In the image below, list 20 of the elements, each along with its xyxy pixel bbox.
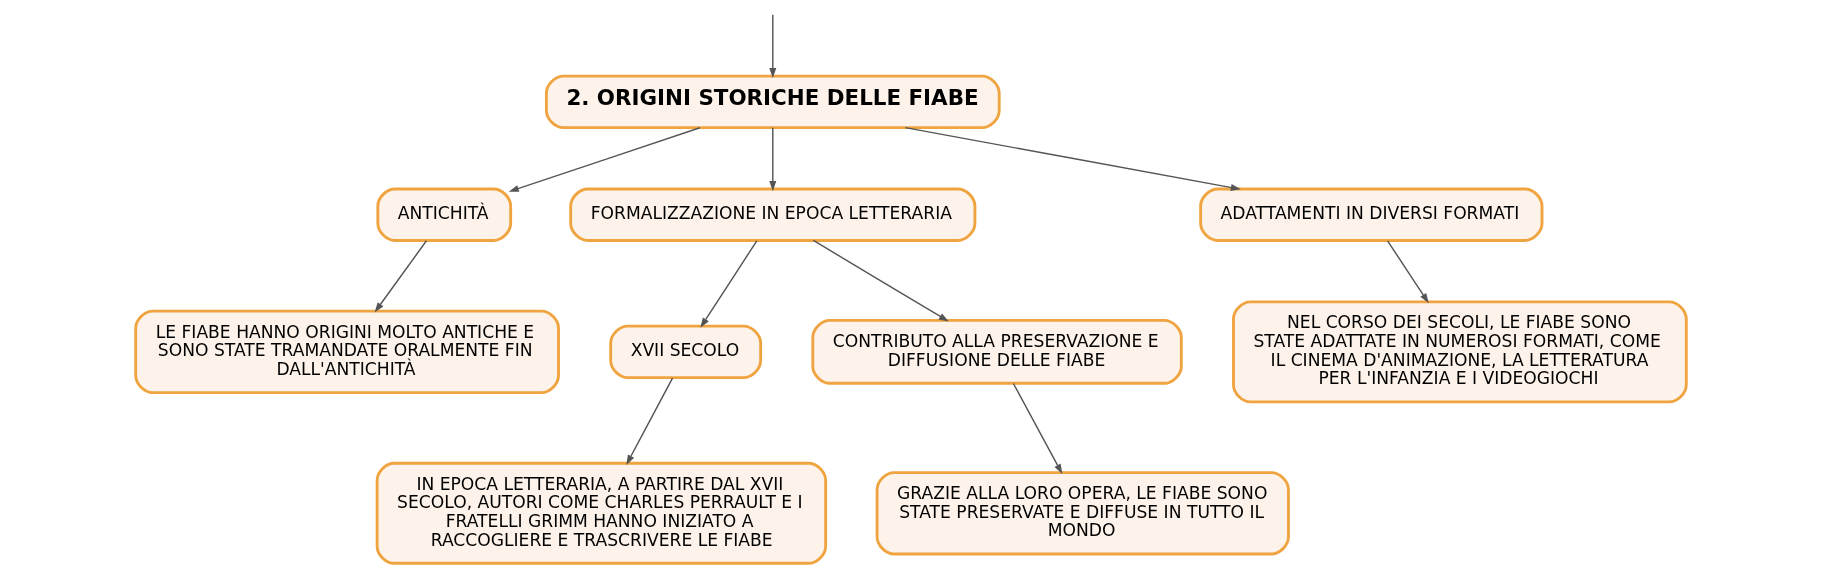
node-box: ADATTAMENTI IN DIVERSI FORMATI (1198, 187, 1543, 242)
arrow (374, 240, 427, 313)
node-box: NEL CORSO DEI SECOLI, LE FIABE SONO STATE ADATTATE IN NUMEROSI FORMATI, COME IL CINEMA D'ANIMAZIONE, LA LETTERATURA PER L'INFANZIA E I VIDEOGIOCHI (1231, 300, 1688, 404)
node-box: XVII SECOLO (608, 324, 762, 379)
node-box: CONTRIBUTO ALLA PRESERVAZIONE E DIFFUSIONE DELLE FIABE (810, 319, 1183, 385)
arrow (508, 127, 701, 192)
arrow (768, 14, 776, 79)
arrow (699, 240, 758, 328)
node-box: FORMALIZZAZIONE IN EPOCA LETTERARIA (568, 187, 976, 242)
node-box: 2. ORIGINI STORICHE DELLE FIABE (544, 74, 1001, 130)
arrow (1012, 382, 1062, 475)
node-box: ANTICHITÀ (375, 187, 512, 242)
arrow (625, 377, 673, 465)
arrow (812, 239, 949, 322)
arrow (768, 127, 776, 192)
node-box: LE FIABE HANNO ORIGINI MOLTO ANTICHE E SONO STATE TRAMANDATE ORALMENTE FIN DALL'ANTICHITÀ (133, 309, 560, 394)
arrow (904, 126, 1241, 191)
arrow (1386, 240, 1429, 304)
node-box: GRAZIE ALLA LORO OPERA, LE FIABE SONO STATE PRESERVATE E DIFFUSE IN TUTTO IL MONDO (875, 471, 1290, 556)
node-box: IN EPOCA LETTERARIA, A PARTIRE DAL XVII SECOLO, AUTORI COME CHARLES PERRAULT E I FRATELLI GRIMM HANNO INIZIATO A RACCOGLIERE E TRASCRIVERE LE FIABE (375, 461, 827, 565)
